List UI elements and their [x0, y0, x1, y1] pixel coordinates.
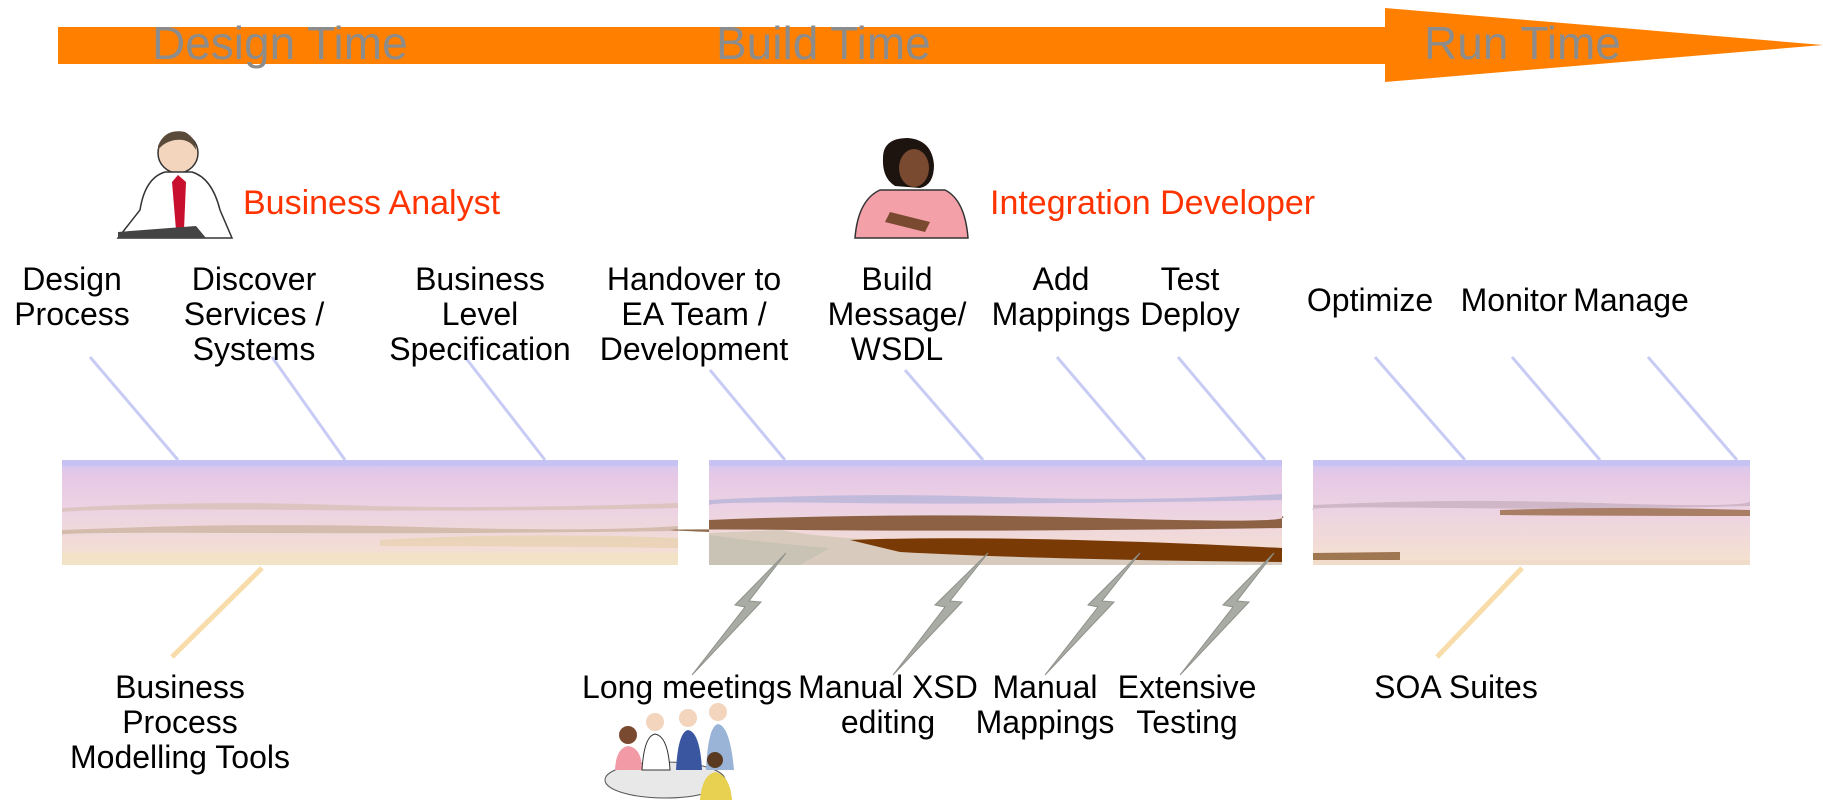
landscape-band-build [670, 460, 1284, 565]
pain-extensive-testing: Extensive Testing [1117, 669, 1257, 740]
meeting-group-figure [604, 703, 734, 800]
role-integration-developer: Integration Developer [990, 184, 1316, 222]
tool-soa-suites: SOA Suites [1374, 669, 1538, 705]
step-build-message: Build Message/ WSDL [827, 261, 967, 367]
landscape-band-design [61, 460, 679, 565]
pain-manual-xsd: Manual XSD editing [798, 669, 978, 740]
step-design-process: Design Process [14, 261, 130, 332]
step-handover: Handover to EA Team / Development [599, 261, 789, 367]
step-business-level-spec: Business Level Specification [389, 261, 571, 367]
step-test-deploy: Test Deploy [1140, 261, 1240, 332]
pain-long-meetings: Long meetings [582, 669, 792, 705]
role-business-analyst: Business Analyst [243, 184, 501, 222]
step-discover-services: Discover Services / Systems [183, 261, 325, 367]
integration-developer-figure [854, 138, 969, 239]
tool-connectors [170, 566, 1524, 659]
business-analyst-figure [116, 131, 234, 239]
tool-bpm-tools: Business Process Modelling Tools [70, 669, 290, 775]
step-manage: Manage [1573, 282, 1689, 318]
phase-label-build-time: Build Time [716, 17, 931, 69]
step-monitor: Monitor [1460, 282, 1568, 318]
step-connectors [88, 356, 1739, 461]
step-optimize: Optimize [1306, 282, 1434, 318]
step-add-mappings: Add Mappings [991, 261, 1131, 332]
timeline-arrow [58, 8, 1823, 82]
landscape-band-run [1311, 460, 1750, 565]
lightning-bolts [691, 552, 1275, 676]
phase-label-design-time: Design Time [152, 17, 408, 69]
phase-label-run-time: Run Time [1424, 17, 1621, 69]
pain-manual-mappings: Manual Mappings [975, 669, 1115, 740]
